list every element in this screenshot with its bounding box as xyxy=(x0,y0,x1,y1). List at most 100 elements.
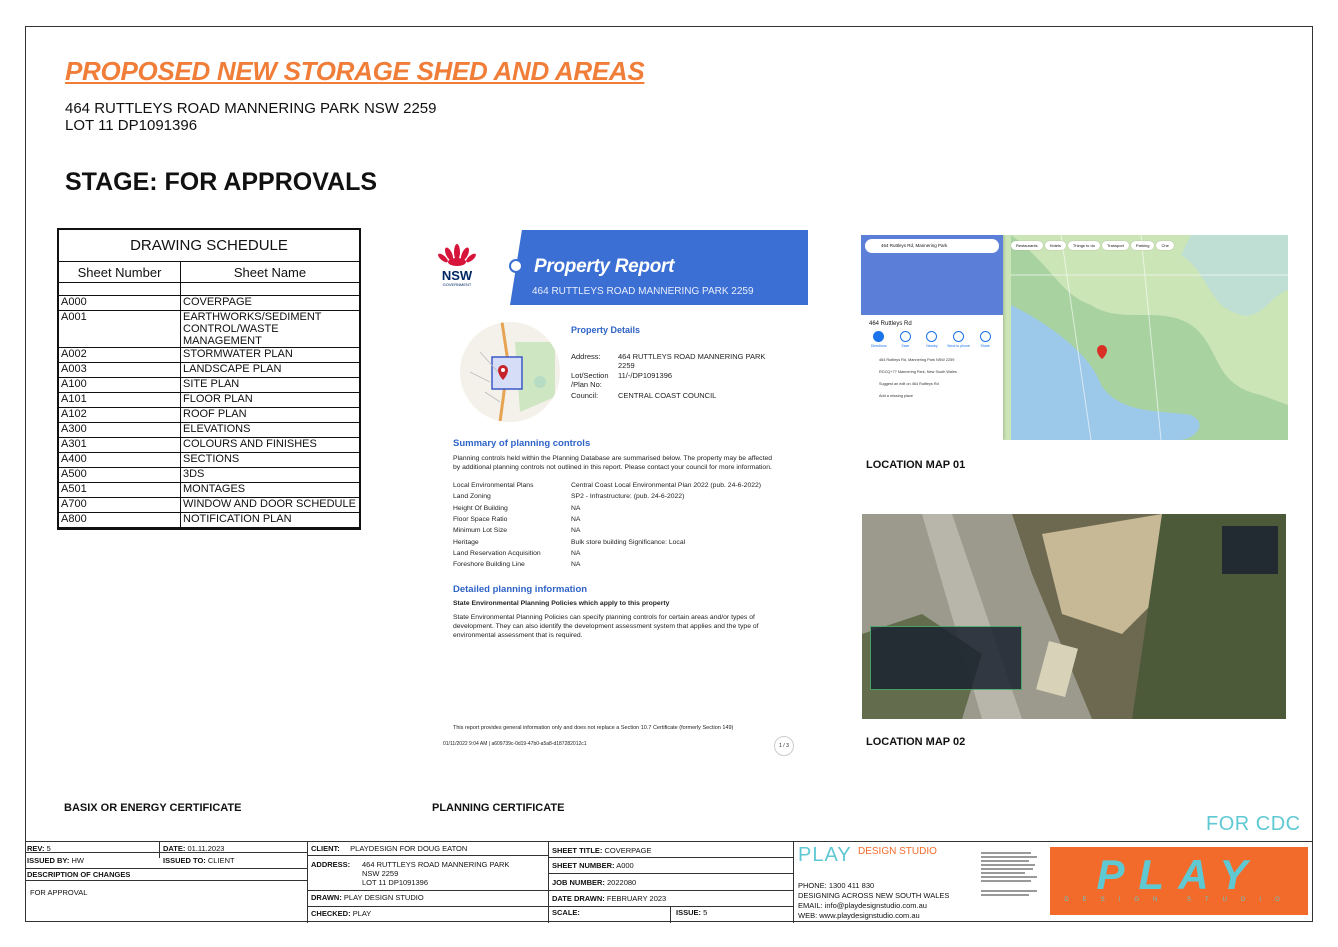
sheet-name: MONTAGES xyxy=(180,482,359,498)
sheet-number: A400 xyxy=(59,452,181,468)
play-logo-subtext: DESIGN STUDIO xyxy=(1064,897,1294,903)
map1-chip[interactable]: Hotels xyxy=(1044,241,1066,250)
play-logo: PLAY DESIGN STUDIO xyxy=(1050,847,1308,915)
summary-text: Planning controls held within the Planni… xyxy=(453,455,773,471)
map1-chip[interactable]: Restaurants xyxy=(1011,241,1043,250)
map1-street-photo: 464 Ruttleys Rd, Mannering Park xyxy=(861,235,1003,315)
sheet-number: A300 xyxy=(59,422,181,438)
map1-action-icon xyxy=(953,331,965,342)
sheet-number: A002 xyxy=(59,347,181,363)
drawn-value: PLAY DESIGN STUDIO xyxy=(343,893,424,902)
sheet-name: SECTIONS xyxy=(180,452,359,468)
location-map-02 xyxy=(862,514,1286,719)
schedule-col-name: Sheet Name xyxy=(180,261,359,283)
sheet-name: STORMWATER PLAN xyxy=(180,347,359,363)
play-logo-text: PLAY xyxy=(1096,851,1262,898)
location-map-01: 464 Ruttleys Rd, Mannering Park 464 Rutt… xyxy=(861,235,1288,440)
map1-action-button[interactable]: Directions xyxy=(867,331,891,348)
map1-chip[interactable]: Things to do xyxy=(1067,241,1100,250)
svg-text:NSW: NSW xyxy=(442,268,473,283)
map1-action-icon xyxy=(899,331,911,342)
sheet-name: COVERPAGE xyxy=(180,295,359,311)
planning-certificate-label: PLANNING CERTIFICATE xyxy=(432,802,565,814)
map1-info-row[interactable]: RGCQ+77 Mannering Park, New South Wales xyxy=(879,370,957,374)
sheet-number: A001 xyxy=(59,310,181,348)
sheet-name: 3DS xyxy=(180,467,359,483)
client-address: 464 RUTTLEYS ROAD MANNERING PARK NSW 225… xyxy=(362,860,510,887)
location-map-01-label: LOCATION MAP 01 xyxy=(866,459,966,471)
for-cdc-stamp: FOR CDC xyxy=(1206,813,1301,835)
nsw-waratah-icon: NSW GOVERNMENT xyxy=(438,244,476,287)
sheet-number: A500 xyxy=(59,467,181,483)
checked-value: PLAY xyxy=(352,909,372,918)
map1-action-button[interactable]: Nearby xyxy=(920,331,944,348)
brand-design-studio: DESIGN STUDIO xyxy=(858,846,937,857)
project-address: 464 RUTTLEYS ROAD MANNERING PARK NSW 225… xyxy=(65,100,437,134)
issued-by-value: HW xyxy=(71,856,84,865)
map1-action-icon xyxy=(926,331,938,342)
report-page: 1 / 3 xyxy=(774,736,794,756)
sheet-title-value: COVERPAGE xyxy=(604,846,652,855)
sheet-name: LANDSCAPE PLAN xyxy=(180,362,359,378)
sheet-number: A700 xyxy=(59,497,181,513)
project-title: PROPOSED NEW STORAGE SHED AND AREAS xyxy=(65,56,645,86)
map1-info-rows: 464 Ruttleys Rd, Mannering Park NSW 2259… xyxy=(861,350,1003,406)
sepp-title: State Environmental Planning Policies wh… xyxy=(453,600,670,607)
sheet-number: A102 xyxy=(59,407,181,423)
detailed-title: Detailed planning information xyxy=(453,584,588,595)
client-value: PLAYDESIGN FOR DOUG EATON xyxy=(350,844,468,853)
map1-info-row[interactable]: Suggest an edit on 464 Ruttleys Rd xyxy=(879,382,939,386)
map1-action-button[interactable]: Send to phone xyxy=(947,331,971,348)
sheet-name: ROOF PLAN xyxy=(180,407,359,423)
copyright-fineprint xyxy=(981,850,1039,914)
title-block xyxy=(25,841,1313,923)
sheet-number-value: A000 xyxy=(616,861,634,870)
sheet-border xyxy=(25,26,1313,922)
description-value: FOR APPROVAL xyxy=(30,888,88,897)
map1-search-input[interactable]: 464 Ruttleys Rd, Mannering Park xyxy=(865,239,999,253)
rev-value: 5 xyxy=(46,844,51,853)
report-footer-stamp: 01/11/2022 9:04 AM | a609739c-0d19-47b0-… xyxy=(443,741,587,747)
job-number-value: 2022080 xyxy=(607,878,637,887)
summary-title: Summary of planning controls xyxy=(453,438,591,449)
sepp-text: State Environmental Planning Policies ca… xyxy=(453,614,759,639)
map1-info-row[interactable]: 464 Ruttleys Rd, Mannering Park NSW 2259 xyxy=(879,358,955,362)
studio-contact: PHONE: 1300 411 830 DESIGNING ACROSS NEW… xyxy=(798,881,950,920)
map1-chip[interactable]: Parking xyxy=(1130,241,1155,250)
property-details-title: Property Details xyxy=(571,325,641,335)
map2-info-panel xyxy=(870,626,1022,690)
date-value: 01.11.2023 xyxy=(187,844,225,853)
property-report-subtitle: 464 RUTTLEYS ROAD MANNERING PARK 2259 xyxy=(532,286,754,297)
map1-action-button[interactable]: Share xyxy=(973,331,997,348)
brand-play: PLAY xyxy=(798,844,852,866)
schedule-heading: DRAWING SCHEDULE xyxy=(59,230,359,262)
map1-chip[interactable]: Transport xyxy=(1101,241,1129,250)
issue-value: 5 xyxy=(703,908,708,917)
sheet-number: A101 xyxy=(59,392,181,408)
sheet-number: A800 xyxy=(59,512,181,528)
sheet-number: A301 xyxy=(59,437,181,453)
property-minimap xyxy=(460,322,560,422)
sheet-name: ELEVATIONS xyxy=(180,422,359,438)
map1-action-button[interactable]: Save xyxy=(894,331,918,348)
banner-dot-icon xyxy=(509,259,523,273)
map1-info-row[interactable]: Add a missing place xyxy=(879,394,913,398)
map1-place-name: 464 Ruttleys Rd xyxy=(869,321,912,327)
sheet-name: SITE PLAN xyxy=(180,377,359,393)
sheet-name: NOTIFICATION PLAN xyxy=(180,512,359,528)
map1-chip[interactable]: Che xyxy=(1156,241,1174,250)
